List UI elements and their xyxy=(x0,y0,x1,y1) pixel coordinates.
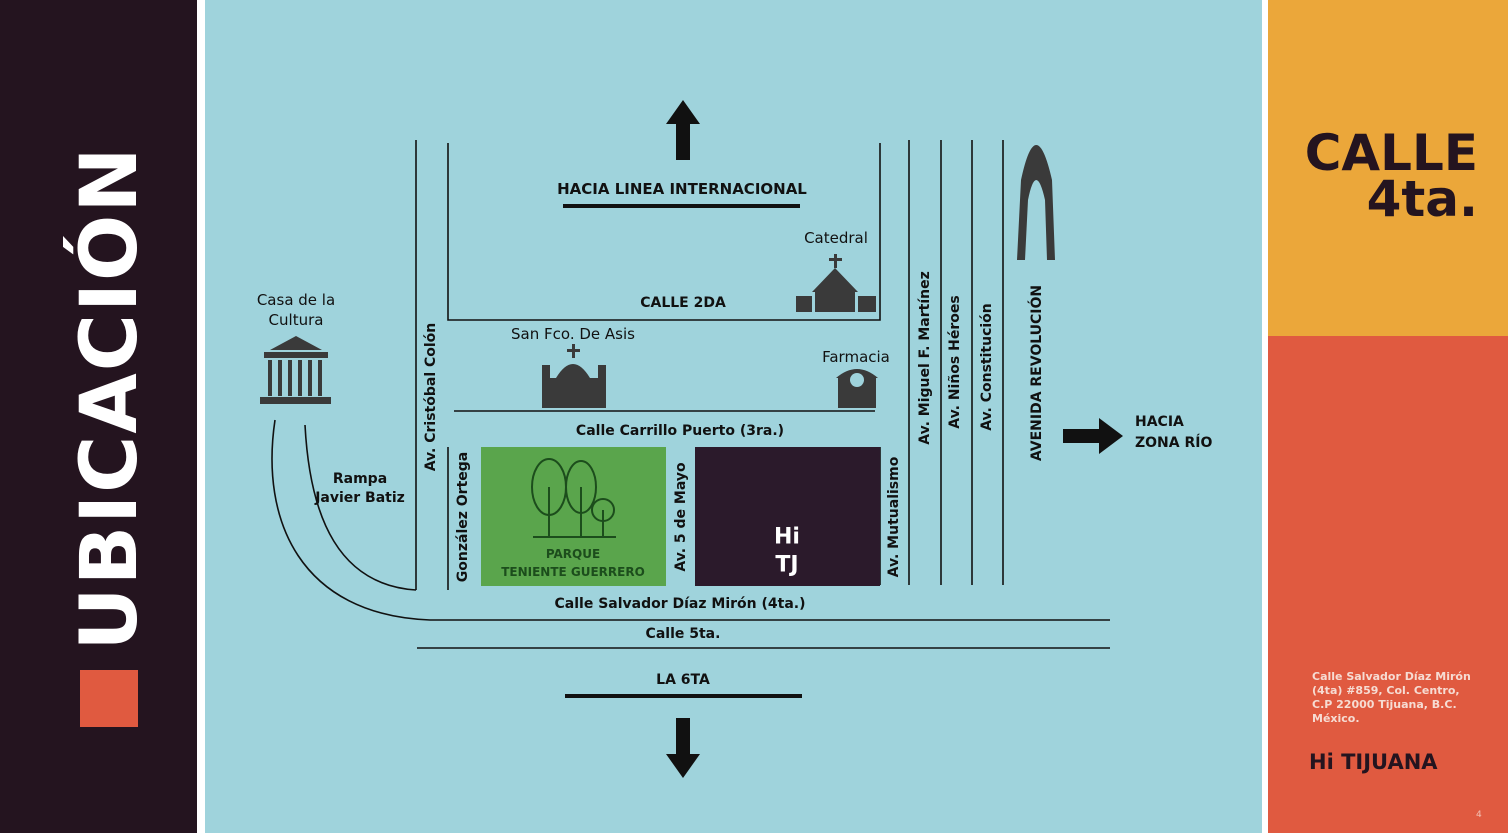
brand: Hi TIJUANA xyxy=(1309,750,1438,774)
carrillo-label: Calle Carrillo Puerto (3ra.) xyxy=(575,423,785,439)
left-panel: UBICACIÓN xyxy=(0,0,197,833)
park-block xyxy=(481,447,666,586)
farmacia-label: Farmacia xyxy=(822,348,890,366)
sanfco-label: San Fco. De Asis xyxy=(511,325,635,343)
trees-icon xyxy=(531,458,616,538)
page-number: 4 xyxy=(1476,810,1482,820)
rampa-label-1: Rampa xyxy=(332,471,388,487)
park-label-1: PARQUE xyxy=(545,547,601,561)
constitucion-label: Av. Constitución xyxy=(979,303,995,431)
casa-label-1: Casa de la xyxy=(256,291,336,309)
map xyxy=(205,0,1262,833)
heroes-label: Av. Niños Héroes xyxy=(947,295,963,429)
logo-tj: TJ xyxy=(775,552,799,578)
catedral-label: Catedral xyxy=(804,229,868,247)
salvador-label: Calle Salvador Díaz Mirón (4ta.) xyxy=(554,596,806,612)
right-bottom-panel xyxy=(1268,336,1508,833)
accent-square xyxy=(80,670,138,727)
martinez-label: Av. Miguel F. Martínez xyxy=(917,271,933,445)
right-top-panel xyxy=(1268,0,1508,336)
mayo-label: Av. 5 de Mayo xyxy=(673,462,689,572)
street-heading-1: CALLE xyxy=(1304,124,1478,182)
park-label-2: TENIENTE GUERRERO xyxy=(501,565,645,579)
calle5-label: Calle 5ta. xyxy=(645,626,721,642)
address-line: Calle Salvador Díaz Mirón xyxy=(1312,670,1471,683)
rampa-label-2: Javier Batiz xyxy=(315,490,405,506)
colon-label: Av. Cristóbal Colón xyxy=(423,322,439,472)
calle2-label: CALLE 2DA xyxy=(640,295,726,311)
address-line: (4ta) #859, Col. Centro, xyxy=(1312,684,1460,697)
page-title: UBICACIÓN xyxy=(65,145,155,651)
north-label: HACIA LINEA INTERNACIONAL xyxy=(557,180,807,198)
casa-label-2: Cultura xyxy=(268,311,324,329)
east-label-2: ZONA RÍO xyxy=(1135,435,1213,451)
east-label-1: HACIA xyxy=(1135,414,1184,430)
hitj-block xyxy=(695,447,880,586)
street-heading-2: 4ta. xyxy=(1366,170,1478,228)
gonzalez-label: González Ortega xyxy=(455,451,471,583)
address-line: México. xyxy=(1312,712,1360,725)
mutualismo-label: Av. Mutualismo xyxy=(886,456,902,578)
logo-hi: Hi xyxy=(774,524,800,550)
revolucion-label: AVENIDA REVOLUCIÓN xyxy=(1029,284,1045,462)
address: Calle Salvador Díaz Mirón (4ta) #859, Co… xyxy=(1312,670,1471,726)
address-line: C.P 22000 Tijuana, B.C. xyxy=(1312,698,1457,711)
south-label: LA 6TA xyxy=(656,672,710,688)
